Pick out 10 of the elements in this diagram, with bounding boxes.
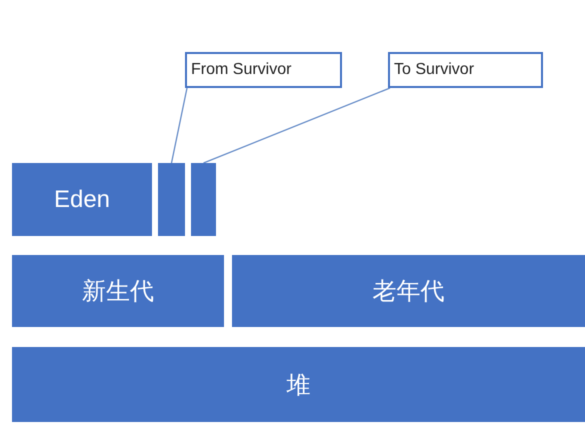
leader-line <box>170 88 188 164</box>
region-box: 老年代 <box>232 255 585 327</box>
memory-bar <box>158 163 185 236</box>
callout-label: From Survivor <box>185 52 342 88</box>
callout-label: To Survivor <box>388 52 543 88</box>
region-box: 堆 <box>12 347 585 422</box>
region-box: 新生代 <box>12 255 224 327</box>
leader-line <box>203 87 390 164</box>
region-box: Eden <box>12 163 152 236</box>
memory-bar <box>191 163 216 236</box>
